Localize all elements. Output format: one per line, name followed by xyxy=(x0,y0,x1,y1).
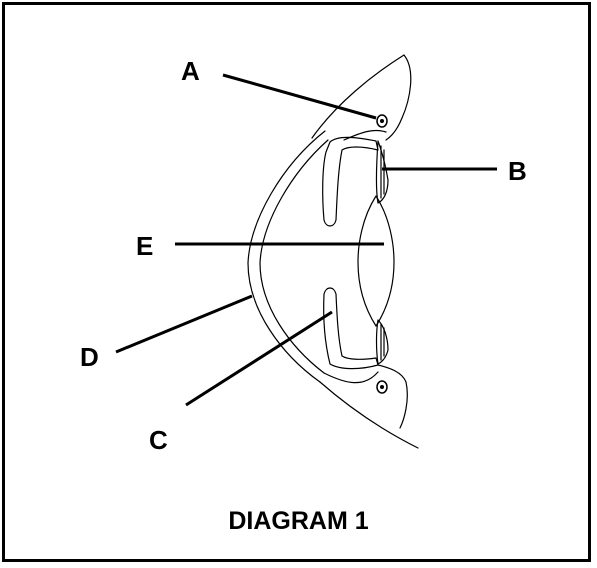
label-a: A xyxy=(181,56,200,86)
ciliary-lower xyxy=(375,319,389,365)
upper-eyelid-outline xyxy=(311,54,405,139)
leader-line-d xyxy=(115,294,253,354)
label-e: E xyxy=(136,231,154,261)
cornea-inner xyxy=(259,139,329,374)
cornea-outer xyxy=(247,130,326,383)
leader-line-c xyxy=(185,310,333,407)
diagram-caption: DIAGRAM 1 xyxy=(228,507,369,535)
label-d: D xyxy=(80,342,99,372)
upper-iris xyxy=(322,136,379,227)
label-c: C xyxy=(149,425,168,455)
leader-line-a xyxy=(222,73,377,120)
lens xyxy=(357,195,395,327)
label-b: B xyxy=(508,156,527,186)
lower-iris xyxy=(323,287,379,370)
lower-eyelid-tip xyxy=(377,364,408,429)
lower-eyelid-outline xyxy=(319,381,419,449)
diagram-frame xyxy=(2,2,591,562)
upper-eyelid-tip xyxy=(385,54,412,141)
